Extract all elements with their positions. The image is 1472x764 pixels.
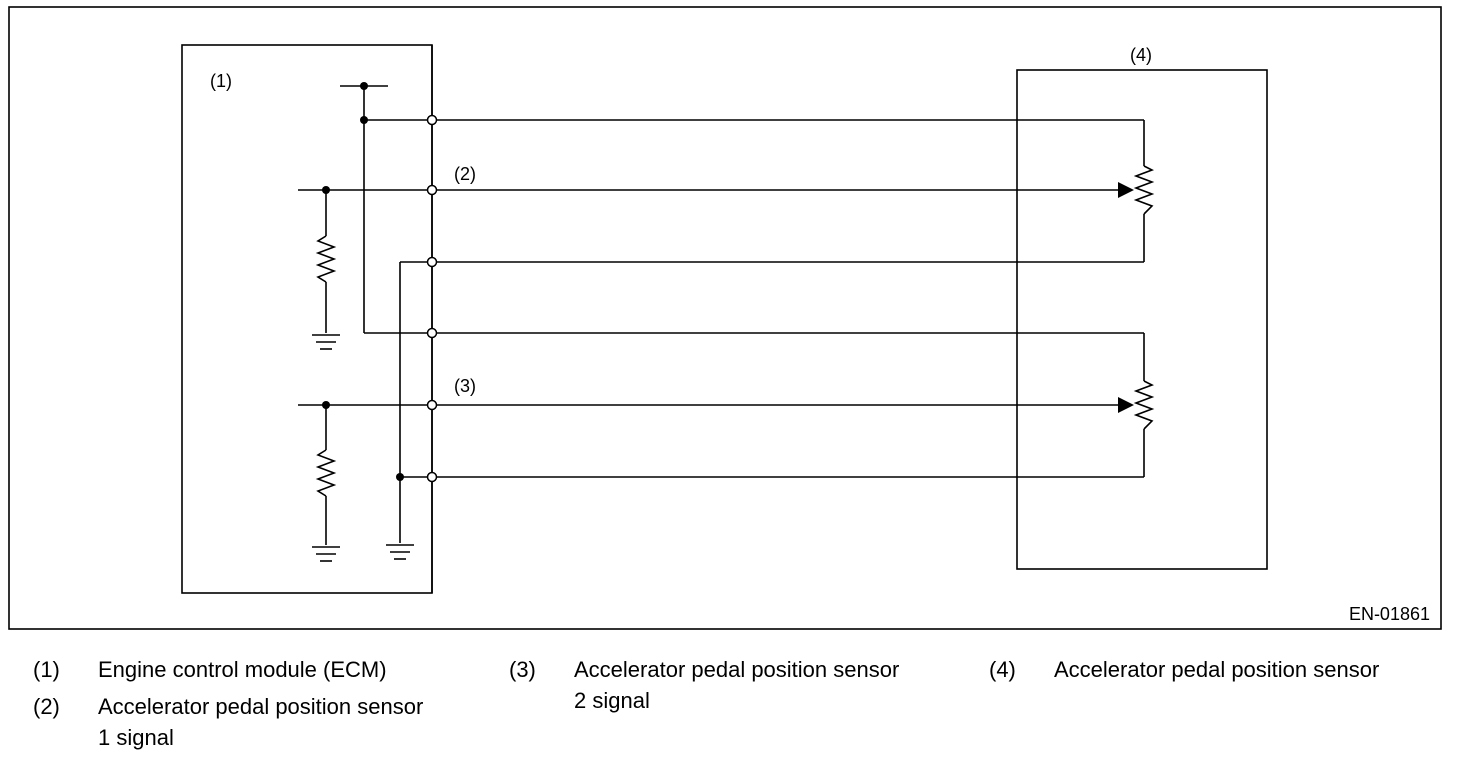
- legend-text-line-2: 2 signal: [574, 688, 650, 713]
- callout-signal-2: (3): [454, 376, 476, 396]
- ecm-box: [181, 44, 433, 594]
- ecm-resistor-1: [315, 235, 337, 283]
- sensor-potentiometer-1: [1133, 165, 1155, 215]
- ground-symbol-3: [386, 544, 414, 560]
- callout-signal-1: (2): [454, 164, 476, 184]
- ground-symbol-1: [312, 334, 340, 350]
- callout-sensor: (4): [1130, 45, 1152, 65]
- legend-text: Accelerator pedal position sensor: [98, 694, 424, 719]
- diagram-frame: [8, 6, 1442, 630]
- wiring-diagram: (1) (2) (3) (4) EN-01861: [8, 6, 1442, 630]
- terminal-circles: [426, 114, 438, 483]
- ecm-resistor-2: [315, 449, 337, 497]
- legend-text: Engine control module (ECM): [98, 657, 387, 682]
- legend-number: (3): [509, 657, 536, 682]
- legend-number: (2): [33, 694, 60, 719]
- junction-dots: [322, 82, 404, 481]
- legend-text: Accelerator pedal position sensor: [574, 657, 900, 682]
- wiper-arrow-2: [1118, 397, 1134, 413]
- legend-number: (1): [33, 657, 60, 682]
- sensor-box: [1016, 69, 1268, 570]
- callout-ecm: (1): [210, 71, 232, 91]
- ground-symbol-2: [312, 546, 340, 562]
- figure-code: EN-01861: [1349, 604, 1430, 624]
- legend-text-line-2: 1 signal: [98, 725, 174, 750]
- wiper-arrow-1: [1118, 182, 1134, 198]
- legend-number: (4): [989, 657, 1016, 682]
- sensor-potentiometer-2: [1133, 380, 1155, 430]
- legend-text: Accelerator pedal position sensor: [1054, 657, 1380, 682]
